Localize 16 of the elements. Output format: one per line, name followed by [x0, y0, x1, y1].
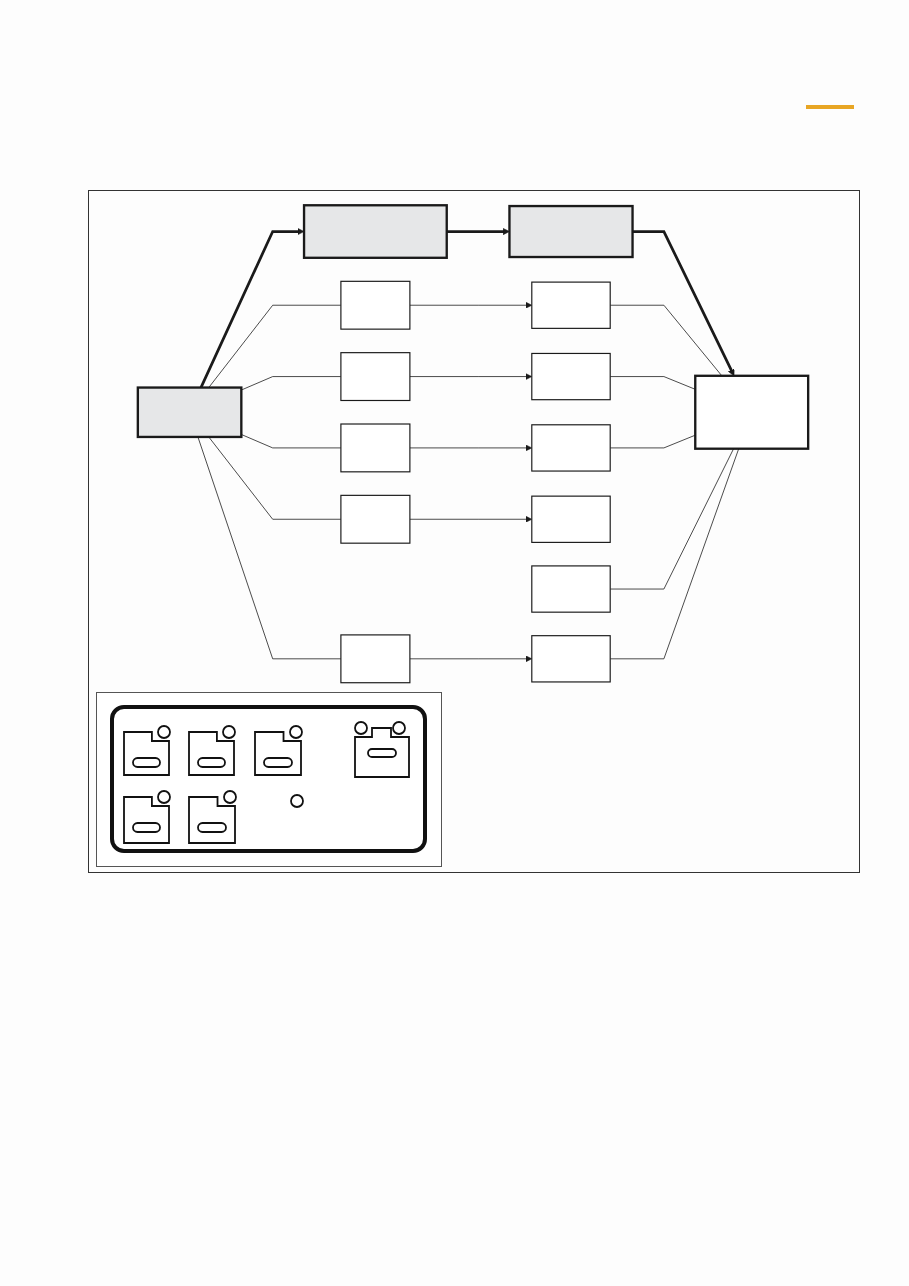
process-box — [340, 634, 411, 684]
process-box — [531, 281, 611, 329]
process-box — [694, 374, 810, 450]
process-box — [531, 635, 611, 683]
process-box — [531, 495, 611, 543]
process-box — [340, 352, 411, 402]
process-box — [531, 565, 611, 613]
process-box — [340, 280, 411, 330]
process-box — [508, 204, 634, 259]
process-box — [531, 424, 611, 472]
process-box — [531, 352, 611, 401]
process-box — [340, 423, 411, 473]
arrow — [446, 228, 510, 235]
process-box — [340, 494, 411, 544]
process-box — [136, 386, 243, 439]
process-box — [302, 204, 448, 259]
